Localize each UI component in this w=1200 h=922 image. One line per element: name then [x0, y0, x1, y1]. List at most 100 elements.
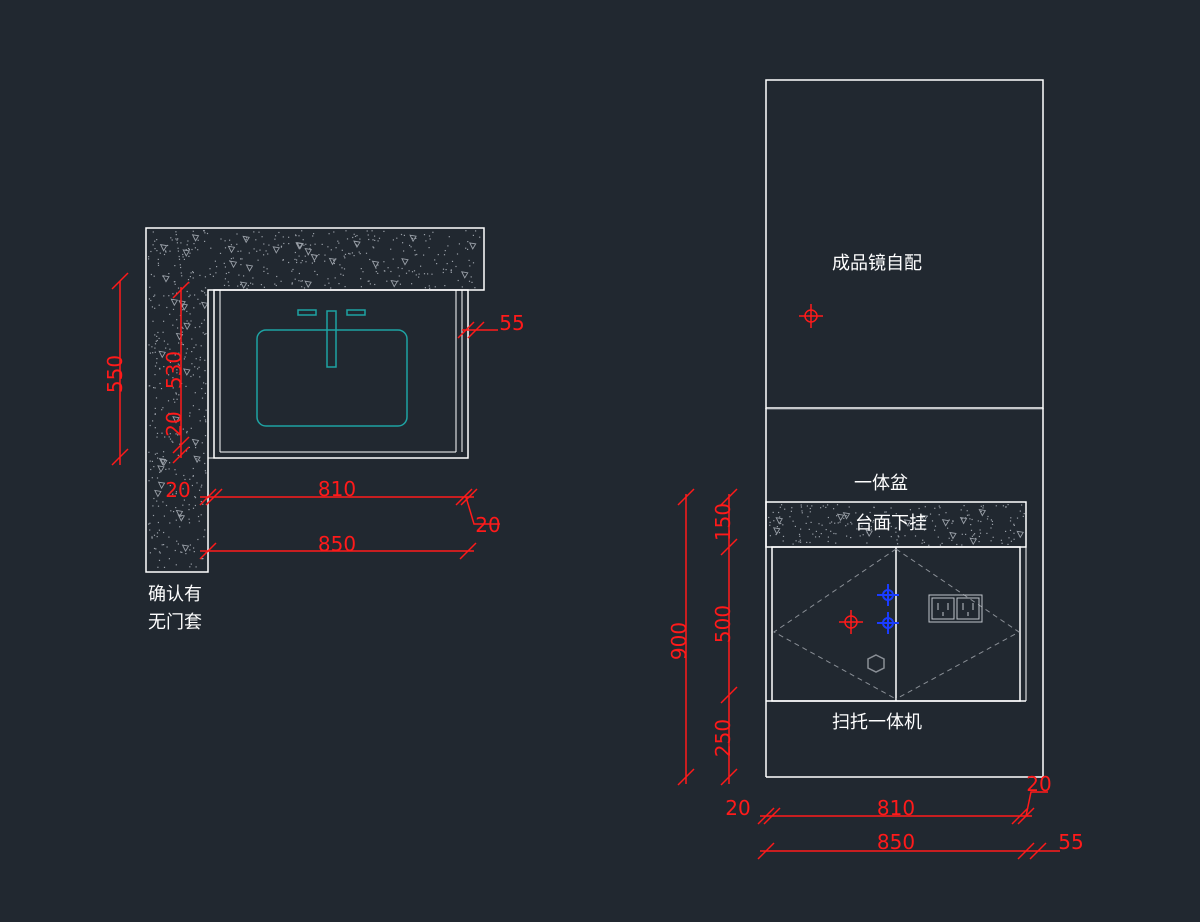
stone-speckle [205, 421, 207, 423]
stone-speckle [869, 511, 871, 514]
stone-speckle [197, 249, 199, 251]
stone-speckle [175, 519, 177, 521]
stone-speckle [424, 287, 426, 289]
stone-speckle [188, 296, 190, 298]
stone-speckle [342, 274, 344, 276]
stone-speckle [825, 506, 827, 508]
stone-speckle [202, 332, 204, 334]
stone-speckle [298, 280, 300, 282]
stone-aggregate [304, 280, 312, 289]
stone-speckle [982, 505, 984, 507]
stone-speckle [162, 407, 164, 409]
stone-speckle [161, 409, 163, 411]
stone-speckle [187, 240, 189, 242]
stone-speckle [168, 295, 170, 297]
stone-speckle [780, 522, 782, 525]
stone-speckle [195, 447, 197, 449]
stone-speckle [204, 470, 206, 472]
plan-dim-20-right: 20 [475, 513, 500, 537]
stone-speckle [847, 523, 849, 525]
stone-speckle [990, 527, 992, 529]
stone-speckle [185, 385, 187, 387]
stone-speckle [175, 238, 177, 240]
stone-speckle [862, 534, 864, 536]
stone-speckle [450, 270, 452, 272]
stone-aggregate [836, 513, 845, 522]
stone-speckle [199, 303, 201, 305]
stone-speckle [811, 505, 813, 507]
stone-speckle [973, 534, 975, 536]
stone-speckle [416, 253, 418, 256]
stone-speckle [324, 260, 326, 262]
stone-speckle [980, 505, 982, 507]
stone-speckle [152, 420, 154, 422]
stone-speckle [201, 388, 203, 390]
stone-speckle [157, 505, 160, 507]
stone-speckle [818, 536, 820, 538]
stone-aggregate [969, 537, 977, 546]
stone-speckle [769, 535, 771, 537]
stone-speckle [890, 536, 892, 538]
stone-speckle [280, 280, 282, 282]
stone-speckle [149, 552, 151, 554]
stone-speckle [479, 236, 481, 238]
stone-speckle [180, 272, 182, 274]
stone-speckle [245, 239, 247, 241]
stone-speckle [1021, 504, 1023, 506]
stone-speckle [1013, 524, 1015, 526]
stone-speckle [148, 344, 150, 346]
stone-speckle [237, 250, 239, 252]
stone-speckle [1005, 506, 1007, 508]
stone-speckle [188, 518, 190, 520]
stone-speckle [179, 443, 181, 445]
stone-speckle [180, 551, 182, 553]
stone-aggregate [772, 527, 781, 535]
stone-speckle [205, 383, 207, 385]
stone-speckle [276, 275, 278, 278]
stone-speckle [184, 478, 186, 481]
stone-speckle [397, 280, 399, 282]
stone-speckle [457, 279, 459, 282]
stone-speckle [829, 522, 831, 524]
stone-speckle [275, 235, 277, 237]
stone-speckle [947, 527, 949, 529]
stone-speckle [169, 250, 171, 252]
stone-speckle [349, 253, 351, 255]
stone-speckle [178, 394, 180, 396]
stone-speckle [990, 540, 992, 542]
stone-speckle [377, 264, 379, 266]
stone-speckle [445, 269, 447, 271]
stone-speckle [330, 249, 332, 251]
stone-speckle [377, 240, 379, 242]
stone-speckle [154, 351, 156, 353]
plan-dim-530: 530 [162, 351, 186, 389]
stone-speckle [224, 266, 226, 268]
stone-speckle [150, 250, 152, 253]
stone-speckle [182, 504, 184, 506]
stone-speckle [172, 387, 174, 389]
stone-speckle [181, 551, 183, 553]
stone-speckle [835, 533, 837, 535]
stone-speckle [263, 266, 265, 268]
stone-speckle [344, 257, 346, 259]
stone-speckle [171, 440, 173, 442]
stone-speckle [980, 510, 982, 512]
stone-speckle [1010, 540, 1012, 542]
stone-speckle [177, 327, 179, 329]
stone-speckle [224, 278, 226, 280]
stone-speckle [335, 247, 337, 249]
stone-speckle [291, 270, 293, 272]
stone-speckle [203, 230, 205, 232]
stone-speckle [776, 526, 778, 528]
stone-aggregate [1016, 530, 1024, 539]
stone-speckle [148, 480, 150, 482]
stone-speckle [889, 522, 891, 524]
stone-speckle [986, 532, 988, 534]
stone-speckle [798, 533, 801, 535]
stone-speckle [375, 271, 377, 273]
stone-speckle [219, 252, 222, 254]
stone-speckle [160, 388, 163, 390]
stone-speckle [778, 511, 780, 514]
stone-aggregate [177, 514, 186, 522]
stone-speckle [150, 468, 152, 471]
